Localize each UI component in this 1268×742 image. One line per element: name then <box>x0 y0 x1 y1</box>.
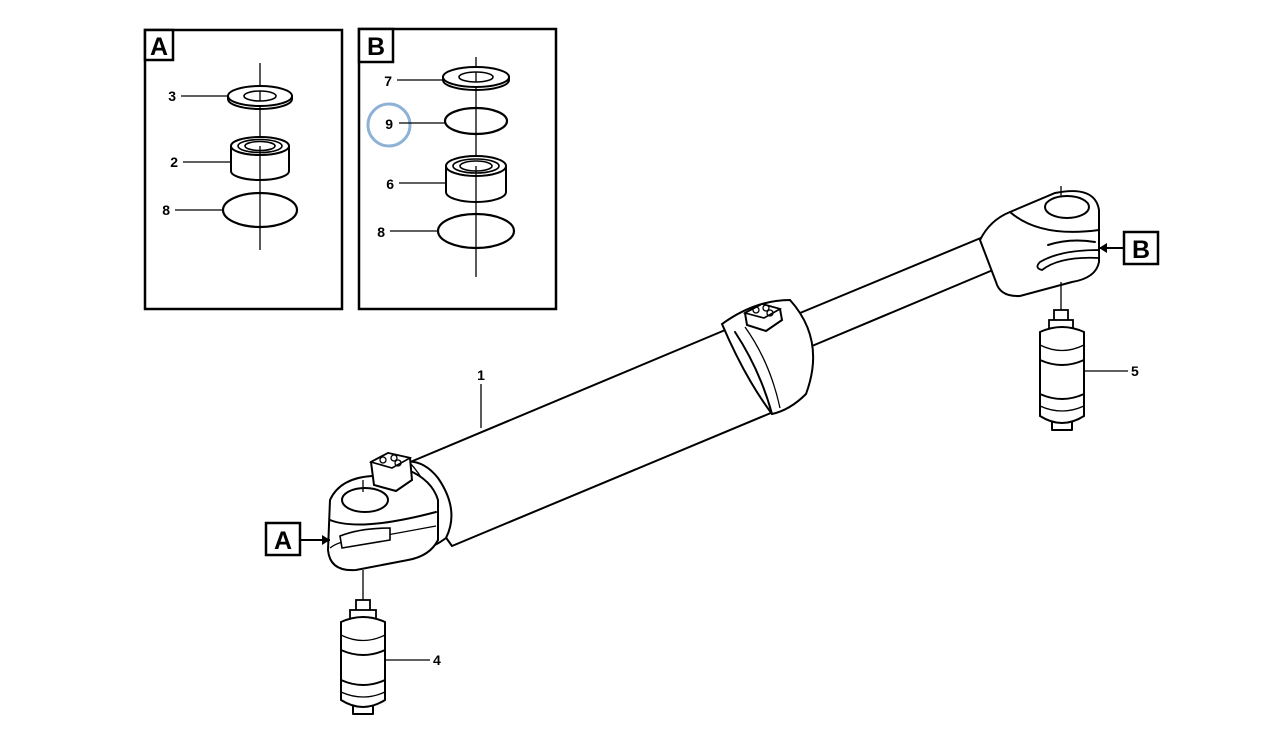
callout-7: 7 <box>384 73 392 89</box>
cylinder-barrel <box>395 327 779 547</box>
detail-view-a-tag-box <box>143 28 175 62</box>
callout-9-highlight-circle <box>366 102 412 148</box>
gland-head <box>720 298 815 416</box>
piston-rod <box>799 229 1013 347</box>
detail-view-a: A 3 2 8 <box>143 28 344 311</box>
callout-1: 1 <box>477 367 485 383</box>
detail-view-a-frame <box>143 28 344 311</box>
o-ring-part-9 <box>443 106 509 136</box>
pin-part-4 <box>340 599 386 715</box>
detail-view-b: B 7 9 6 8 <box>357 27 558 311</box>
washer-part-7 <box>442 66 510 91</box>
view-marker-a-label: A <box>274 527 292 555</box>
view-marker-a: A <box>264 521 330 557</box>
hydraulic-cylinder-assembly: 1 5 4 A B <box>264 186 1160 715</box>
base-end-clevis <box>326 451 453 600</box>
detail-view-b-tag: B <box>367 33 385 61</box>
callout-6: 6 <box>386 176 394 192</box>
pin-part-5 <box>1039 309 1085 431</box>
callout-9: 9 <box>385 116 393 132</box>
detail-view-b-tag-box <box>357 27 395 64</box>
bearing-part-6 <box>445 155 507 203</box>
callout-3: 3 <box>168 88 176 104</box>
callout-8: 8 <box>162 202 170 218</box>
bearing-part-2 <box>230 136 290 181</box>
callout-4: 4 <box>433 652 441 668</box>
callout-2: 2 <box>170 154 178 170</box>
callout-8-b: 8 <box>377 224 385 240</box>
o-ring-part-8-b <box>436 212 516 250</box>
o-ring-part-8 <box>221 191 299 229</box>
view-marker-b-label: B <box>1132 236 1150 264</box>
callout-5: 5 <box>1131 363 1139 379</box>
detail-view-b-frame <box>357 27 558 311</box>
washer-part-3 <box>227 85 293 110</box>
detail-view-a-tag: A <box>150 33 168 61</box>
rod-end-clevis <box>978 186 1100 312</box>
view-marker-b: B <box>1099 230 1160 266</box>
